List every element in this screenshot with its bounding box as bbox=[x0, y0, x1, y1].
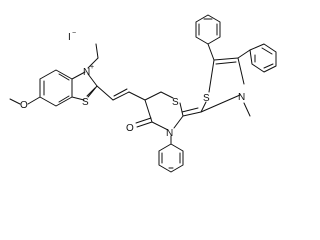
benzothiazole-benzene-ring bbox=[39, 69, 73, 107]
cation-charge: + bbox=[90, 64, 94, 71]
carbonyl-oxygen-label: O bbox=[126, 123, 134, 134]
chemical-structure-diagram: I − N + O S S N O S N bbox=[9, 14, 277, 173]
thiazolidine-nitrogen-label: N bbox=[166, 128, 173, 139]
thiazolidine-sulfur-label: S bbox=[172, 97, 179, 108]
thiazoline-sulfur-label: S bbox=[203, 93, 210, 104]
diphenylthiazoline-unit bbox=[195, 14, 277, 117]
iodide-charge: − bbox=[72, 30, 76, 37]
benzothiazolium-unit bbox=[9, 43, 146, 107]
methoxy-oxygen-label: O bbox=[20, 100, 28, 111]
thiazoline-nitrogen-label: N bbox=[238, 92, 245, 103]
benzothiazole-sulfur-label: S bbox=[82, 97, 89, 108]
c5-phenyl-ring bbox=[195, 14, 221, 45]
thiazolidinone-unit bbox=[135, 91, 202, 173]
c4-phenyl-ring bbox=[249, 43, 277, 73]
iodide-label: I bbox=[68, 32, 71, 43]
cation-nitrogen-label: N bbox=[83, 67, 90, 78]
n-phenyl-ring bbox=[158, 143, 184, 173]
